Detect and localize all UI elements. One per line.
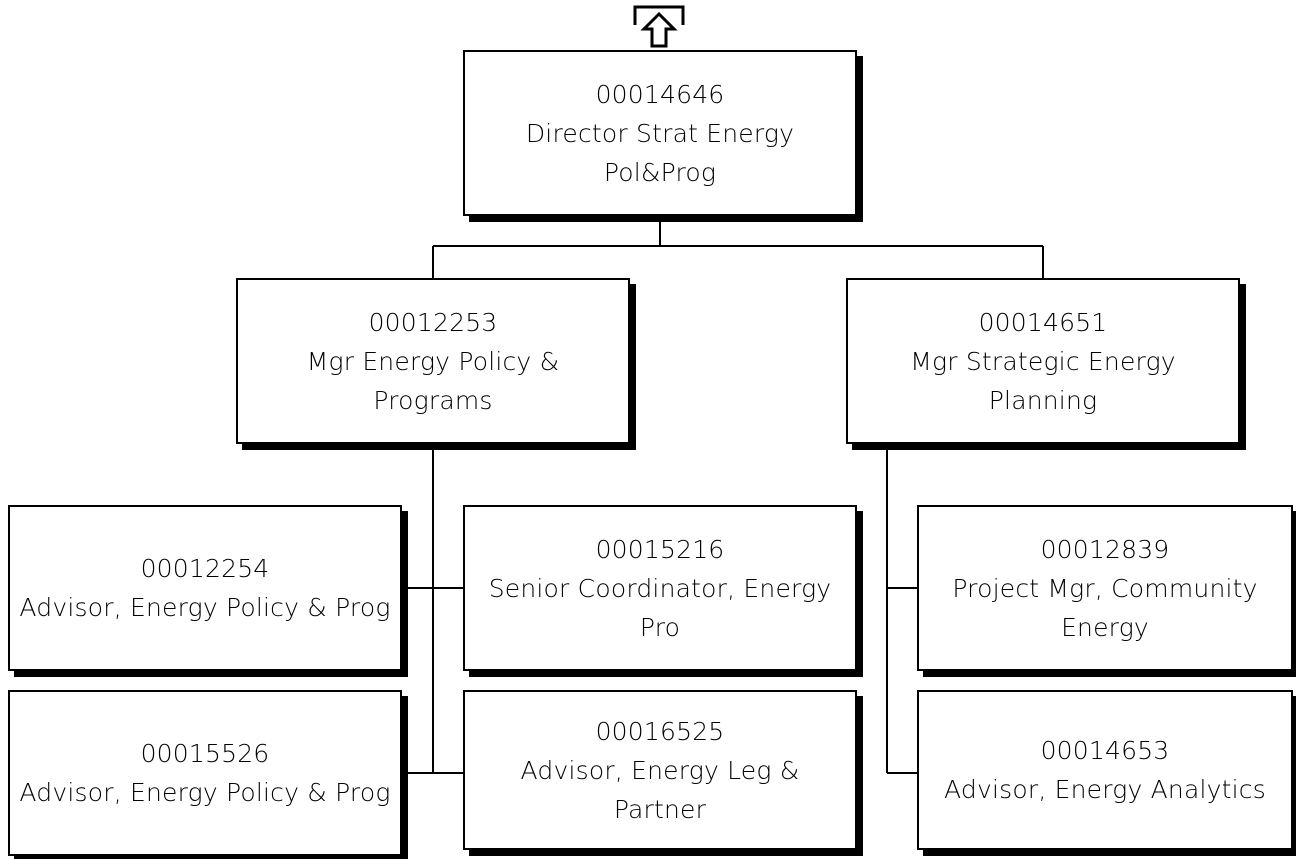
position-title: Advisor, Energy Policy & Prog [19, 778, 391, 807]
position-box-advisor-14653[interactable]: 00014653 Advisor, Energy Analytics [917, 690, 1293, 850]
position-title: Project Mgr, Community [952, 573, 1258, 603]
position-title: Planning [988, 385, 1098, 415]
position-id: 00014651 [978, 307, 1108, 337]
position-id: 00015216 [595, 534, 725, 564]
position-box-advisor-16525[interactable]: 00016525 Advisor, Energy Leg & Partner [463, 690, 857, 850]
position-title: Energy [1061, 612, 1149, 642]
position-id: 00014653 [1040, 736, 1170, 765]
position-title: Advisor, Energy Policy & Prog [19, 593, 391, 622]
position-title: Partner [613, 794, 707, 824]
position-box-advisor-12254[interactable]: 00012254 Advisor, Energy Policy & Prog [8, 505, 402, 671]
up-arrow-icon[interactable] [633, 5, 685, 49]
position-id: 00015526 [140, 739, 270, 768]
position-title: Advisor, Energy Analytics [944, 775, 1266, 804]
position-id: 00012253 [368, 307, 498, 337]
position-title: Mgr Energy Policy & [306, 346, 560, 376]
position-title: Advisor, Energy Leg & [520, 755, 800, 785]
position-id: 00014646 [595, 79, 725, 109]
position-title: Senior Coordinator, Energy [488, 573, 832, 603]
position-title: Pol&Prog [603, 157, 717, 187]
position-title: Pro [639, 612, 681, 642]
position-title: Mgr Strategic Energy [910, 346, 1176, 376]
position-id: 00012839 [1040, 534, 1170, 564]
position-title: Director Strat Energy [525, 118, 795, 148]
position-box-mgr-policy[interactable]: 00012253 Mgr Energy Policy & Programs [236, 278, 630, 444]
position-box-mgr-strategic[interactable]: 00014651 Mgr Strategic Energy Planning [846, 278, 1240, 444]
position-box-senior-coordinator[interactable]: 00015216 Senior Coordinator, Energy Pro [463, 505, 857, 671]
position-box-project-mgr[interactable]: 00012839 Project Mgr, Community Energy [917, 505, 1293, 671]
position-id: 00012254 [140, 554, 270, 583]
position-box-director[interactable]: 00014646 Director Strat Energy Pol&Prog [463, 50, 857, 216]
position-id: 00016525 [595, 716, 725, 746]
position-title: Programs [373, 385, 493, 415]
position-box-advisor-15526[interactable]: 00015526 Advisor, Energy Policy & Prog [8, 690, 402, 856]
